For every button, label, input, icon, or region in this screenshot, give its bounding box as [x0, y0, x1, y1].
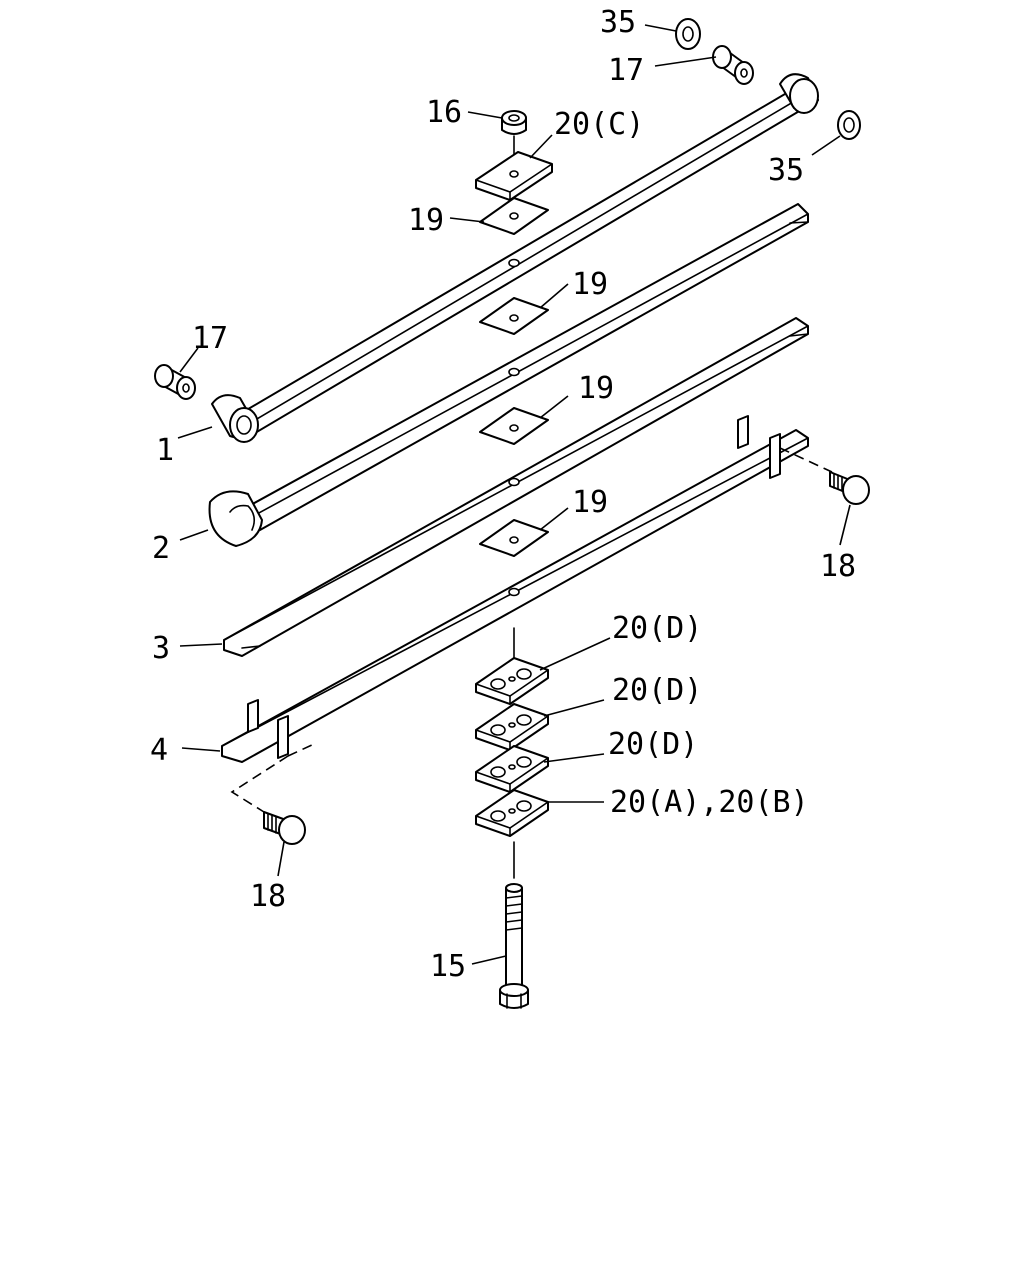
callout-19-a: 19 — [408, 203, 444, 238]
callout-18-left: 18 — [250, 879, 286, 914]
spacer-20d-a — [475, 657, 549, 705]
callout-19-c: 19 — [578, 371, 614, 406]
clip-bolt-18-right — [829, 471, 870, 505]
rebound-clip-rear — [737, 415, 781, 479]
third-leaf-3 — [223, 317, 809, 657]
insert-19-top — [479, 197, 549, 235]
callout-16: 16 — [426, 95, 462, 130]
callout-20c: 20(C) — [554, 107, 644, 142]
callout-17-top: 17 — [608, 53, 644, 88]
plate-20c — [475, 151, 553, 201]
callout-17-left: 17 — [192, 321, 228, 356]
callout-19-b: 19 — [572, 267, 608, 302]
bushing-17-left — [154, 364, 196, 400]
callout-3: 3 — [152, 631, 170, 666]
spacer-20ab — [475, 789, 549, 837]
callout-1: 1 — [156, 433, 174, 468]
callout-2: 2 — [152, 531, 170, 566]
callout-20d-c: 20(D) — [608, 727, 698, 762]
callout-20d-a: 20(D) — [612, 611, 702, 646]
callout-20ab: 20(A),20(B) — [610, 785, 809, 820]
bushing-17-top — [712, 45, 754, 85]
washer-35-right — [837, 110, 861, 140]
rebound-clip-front — [247, 699, 289, 759]
callout-4: 4 — [150, 733, 168, 768]
insert-19-third — [479, 407, 549, 445]
callout-18-right: 18 — [820, 549, 856, 584]
callout-19-d: 19 — [572, 485, 608, 520]
main-leaf-front-eye — [211, 394, 259, 443]
callout-35-top: 35 — [600, 5, 636, 40]
second-leaf-2 — [208, 203, 809, 547]
clip-bolt-18-left — [263, 811, 306, 845]
spacer-20d-c — [475, 745, 549, 793]
insert-19-fourth — [479, 519, 549, 557]
nut-16 — [501, 110, 527, 135]
washer-35-top — [675, 18, 701, 50]
callout-15: 15 — [430, 949, 466, 984]
callout-20d-b: 20(D) — [612, 673, 702, 708]
spacer-20d-b — [475, 703, 549, 751]
insert-19-second — [479, 297, 549, 335]
main-leaf-1 — [211, 73, 819, 443]
main-leaf-rear-eye — [779, 73, 819, 114]
callout-35-right: 35 — [768, 153, 804, 188]
bottom-leaf-4 — [221, 415, 809, 763]
wrapper-eye — [208, 490, 263, 547]
center-bolt-15 — [499, 883, 529, 1009]
